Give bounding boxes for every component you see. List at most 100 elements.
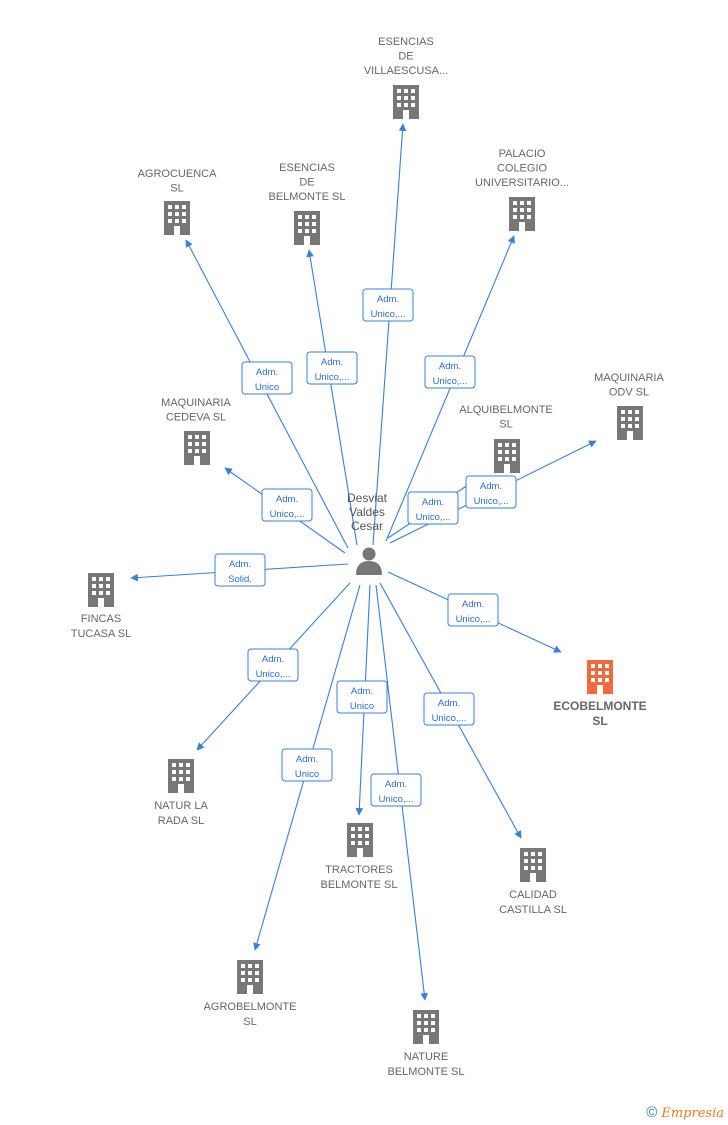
company-node-agrocuenca[interactable]: AGROCUENCA SL bbox=[138, 168, 218, 235]
company-label-line: SL bbox=[243, 1016, 256, 1028]
company-label-line: BELMONTE SL bbox=[268, 191, 345, 203]
company-label-line: ODV SL bbox=[609, 387, 649, 399]
company-label-line: NATUR LA bbox=[154, 800, 208, 812]
company-label-line: DE bbox=[299, 177, 314, 189]
relation-text: Solid. bbox=[228, 574, 252, 585]
building-icon bbox=[617, 406, 643, 440]
relation-text: Unico,... bbox=[416, 512, 451, 523]
company-label-line: PALACIO bbox=[499, 148, 546, 160]
building-icon bbox=[520, 848, 546, 882]
relation-label-alquibelmonte[interactable]: Adm. Unico,... bbox=[407, 491, 459, 525]
company-node-alquibelmonte[interactable]: ALQUIBELMONTE SL bbox=[459, 404, 553, 473]
company-node-palacio-colegio[interactable]: PALACIO COLEGIO UNIVERSITARIO... bbox=[475, 148, 569, 231]
building-icon bbox=[164, 201, 190, 235]
relation-label-tractores-belmonte[interactable]: Adm. Unico bbox=[336, 680, 388, 714]
relation-text: Unico,... bbox=[315, 372, 350, 383]
company-label-line: CASTILLA SL bbox=[499, 904, 567, 916]
company-node-tractores-belmonte[interactable]: TRACTORES BELMONTE SL bbox=[320, 823, 398, 891]
company-node-esencias-villaescusa[interactable]: ESENCIASDEVILLAESCUSA... bbox=[364, 36, 448, 119]
company-label-line: CALIDAD bbox=[509, 889, 557, 901]
company-label-line: SL bbox=[170, 183, 183, 195]
company-label-line: TRACTORES bbox=[325, 864, 393, 876]
relation-text: Adm. bbox=[439, 361, 461, 372]
relation-text: Unico bbox=[255, 382, 279, 393]
company-label-line: FINCAS bbox=[81, 613, 121, 625]
relation-text: Unico,... bbox=[432, 713, 467, 724]
nodes-layer: DesviatValdesCesarESENCIASDEVILLAESCUSA.… bbox=[71, 36, 665, 1078]
company-label-line: AGROCUENCA bbox=[138, 168, 218, 180]
company-label-line: COLEGIO bbox=[497, 163, 548, 175]
company-node-esencias-belmonte[interactable]: ESENCIAS DE BELMONTE SL bbox=[268, 162, 346, 245]
relation-text: Adm. bbox=[438, 698, 460, 709]
relation-label-agrobelmonte[interactable]: Adm.Unico bbox=[281, 748, 333, 782]
company-node-maquinaria-odv[interactable]: MAQUINARIA ODV SL bbox=[594, 372, 664, 440]
relation-label-calidad-castilla[interactable]: Adm. Unico,... bbox=[423, 692, 475, 726]
relation-text: Adm. bbox=[422, 497, 444, 508]
relation-label-natur-la-rada[interactable]: Adm. Unico,... bbox=[247, 648, 299, 682]
copyright-icon: © bbox=[646, 1104, 658, 1121]
edge-esencias-belmonte bbox=[306, 249, 358, 546]
building-icon bbox=[587, 660, 613, 694]
company-label-line: SL bbox=[499, 419, 512, 431]
company-label-line: CEDEVA SL bbox=[166, 412, 226, 424]
edge-labels-layer: Adm. Unico,... Adm. Unico,... Adm. Unico,... A… bbox=[214, 288, 517, 807]
relation-text: Adm. bbox=[262, 654, 284, 665]
relation-text: Adm. bbox=[276, 494, 298, 505]
relation-label-nature-belmonte[interactable]: Adm.Unico,... bbox=[370, 773, 422, 807]
relation-label-palacio-colegio[interactable]: Adm.Unico,... bbox=[424, 355, 476, 389]
relation-text: Unico,... bbox=[270, 509, 305, 520]
company-label-line: ESENCIAS bbox=[279, 162, 335, 174]
company-label-line: ALQUIBELMONTE bbox=[459, 404, 553, 416]
company-label-line: ESENCIAS bbox=[378, 36, 434, 48]
relation-text: Adm. bbox=[377, 294, 399, 305]
relation-text: Adm. bbox=[480, 481, 502, 492]
relation-label-esencias-belmonte[interactable]: Adm. Unico,... bbox=[306, 351, 358, 385]
brand-logo: Empresia bbox=[661, 1106, 724, 1121]
relation-text: Adm. bbox=[229, 559, 251, 570]
relation-label-fincas-tucasa[interactable]: Adm. Solid. bbox=[214, 553, 266, 587]
building-icon bbox=[494, 439, 520, 473]
company-node-maquinaria-cedeva[interactable]: MAQUINARIA CEDEVA SL bbox=[161, 397, 231, 465]
company-node-calidad-castilla[interactable]: CALIDAD CASTILLA SL bbox=[499, 848, 567, 916]
building-icon bbox=[393, 85, 419, 119]
company-label-line: DE bbox=[398, 51, 413, 63]
building-icon bbox=[237, 960, 263, 994]
building-icon bbox=[347, 823, 373, 857]
building-icon bbox=[184, 431, 210, 465]
company-label-line: ECOBELMONTE bbox=[553, 699, 646, 713]
relation-text: Unico bbox=[295, 769, 319, 780]
company-label-line: NATURE bbox=[404, 1051, 448, 1063]
relation-text: Unico bbox=[350, 701, 374, 712]
company-label-line: BELMONTE SL bbox=[320, 879, 397, 891]
company-label-line: MAQUINARIA bbox=[161, 397, 231, 409]
person-name-line: Cesar bbox=[351, 519, 383, 533]
relation-text: Adm. bbox=[351, 686, 373, 697]
relation-label-maquinaria-cedeva[interactable]: Adm. Unico,... bbox=[261, 488, 313, 522]
company-node-natur-la-rada[interactable]: NATUR LA RADA SL bbox=[154, 759, 208, 827]
building-icon bbox=[413, 1010, 439, 1044]
relation-label-esencias-villaescusa[interactable]: Adm.Unico,... bbox=[362, 288, 414, 322]
company-label-line: BELMONTE SL bbox=[387, 1066, 464, 1078]
company-node-nature-belmonte[interactable]: NATURE BELMONTE SL bbox=[387, 1010, 465, 1078]
company-label-line: RADA SL bbox=[158, 815, 204, 827]
relation-text: Unico,... bbox=[256, 669, 291, 680]
building-icon bbox=[88, 573, 114, 607]
person-name-line: Desviat bbox=[347, 491, 388, 505]
relation-label-ecobelmonte[interactable]: Adm.Unico,... bbox=[447, 593, 499, 627]
relation-label-maquinaria-odv[interactable]: Adm.Unico,... bbox=[465, 475, 517, 509]
person-icon bbox=[356, 547, 382, 575]
relation-text: Unico,... bbox=[379, 794, 414, 805]
relation-label-agrocuenca[interactable]: Adm. Unico bbox=[241, 361, 293, 395]
footer-brand: ©Empresia bbox=[646, 1104, 724, 1121]
company-label-line: MAQUINARIA bbox=[594, 372, 664, 384]
edge-esencias-villaescusa bbox=[372, 123, 407, 546]
company-label-line: UNIVERSITARIO... bbox=[475, 177, 569, 189]
relation-text: Adm. bbox=[256, 367, 278, 378]
person-name-line: Valdes bbox=[349, 505, 385, 519]
relation-text: Adm. bbox=[321, 357, 343, 368]
